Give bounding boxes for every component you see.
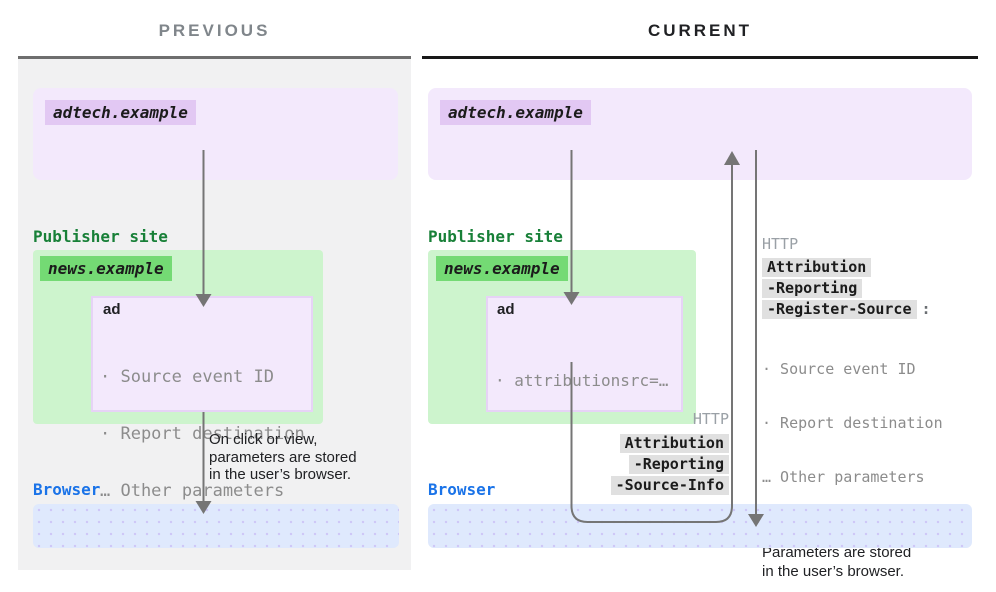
source-info-header-block: HTTP Attribution -Reporting -Source-Info bbox=[610, 410, 729, 496]
current-ad-title: ad bbox=[497, 301, 515, 318]
previous-ad-box bbox=[91, 296, 313, 412]
header-chip: Attribution bbox=[619, 434, 729, 453]
parameter-line: · attributionsrc=… bbox=[495, 371, 669, 390]
parameter-line: … Other parameters bbox=[100, 481, 285, 501]
previous-ad-parameters: · Source event ID · Report destination …… bbox=[100, 330, 305, 539]
header-chip: -Reporting bbox=[628, 455, 729, 474]
parameter-line: … Other parameters bbox=[762, 468, 925, 486]
register-source-parameters: · Source event ID · Report destination …… bbox=[762, 324, 943, 522]
header-chip-line: -Register-Source: bbox=[762, 299, 943, 320]
previous-publisher-site-label: Publisher site bbox=[33, 227, 168, 246]
current-panel-divider bbox=[422, 56, 978, 59]
parameter-line: · Source event ID bbox=[100, 367, 274, 387]
parameter-line: · Report destination bbox=[100, 424, 305, 444]
http-protocol-label: HTTP bbox=[762, 235, 799, 253]
current-news-domain-label: news.example bbox=[436, 256, 568, 281]
previous-ad-title: ad bbox=[103, 301, 121, 318]
current-panel-title: CURRENT bbox=[647, 21, 753, 40]
header-chip-line: Attribution bbox=[611, 433, 729, 454]
header-chip-line: -Source-Info bbox=[610, 475, 729, 496]
header-chip: -Register-Source bbox=[762, 300, 917, 319]
current-browser-box bbox=[428, 504, 972, 548]
header-chip-line: -Reporting bbox=[611, 454, 729, 475]
current-browser-label: Browser bbox=[428, 480, 496, 499]
header-chip: -Reporting bbox=[762, 279, 863, 298]
parameter-line: · Source event ID bbox=[762, 360, 916, 378]
parameter-line: · Report destination bbox=[762, 414, 943, 432]
current-publisher-site-label: Publisher site bbox=[428, 227, 563, 246]
header-chip-line: Attribution bbox=[762, 257, 943, 278]
header-chip: -Source-Info bbox=[610, 476, 729, 495]
current-storage-note: Parameters are stored in the user’s brow… bbox=[762, 544, 912, 580]
http-protocol-label: HTTP bbox=[692, 410, 729, 428]
header-colon: : bbox=[921, 300, 931, 318]
previous-panel-title: PREVIOUS bbox=[158, 21, 271, 40]
header-chip-line: -Reporting bbox=[762, 278, 943, 299]
previous-panel-divider bbox=[18, 56, 411, 59]
previous-adtech-domain-label: adtech.example bbox=[45, 100, 196, 125]
header-chip: Attribution bbox=[762, 258, 872, 277]
previous-storage-note: On click or view, parameters are stored … bbox=[209, 431, 357, 483]
previous-news-domain-label: news.example bbox=[40, 256, 172, 281]
register-source-header-block: HTTP Attribution -Reporting -Register-So… bbox=[762, 236, 943, 581]
previous-browser-box bbox=[33, 504, 399, 548]
current-adtech-domain-label: adtech.example bbox=[440, 100, 591, 125]
previous-browser-label: Browser bbox=[33, 480, 101, 499]
